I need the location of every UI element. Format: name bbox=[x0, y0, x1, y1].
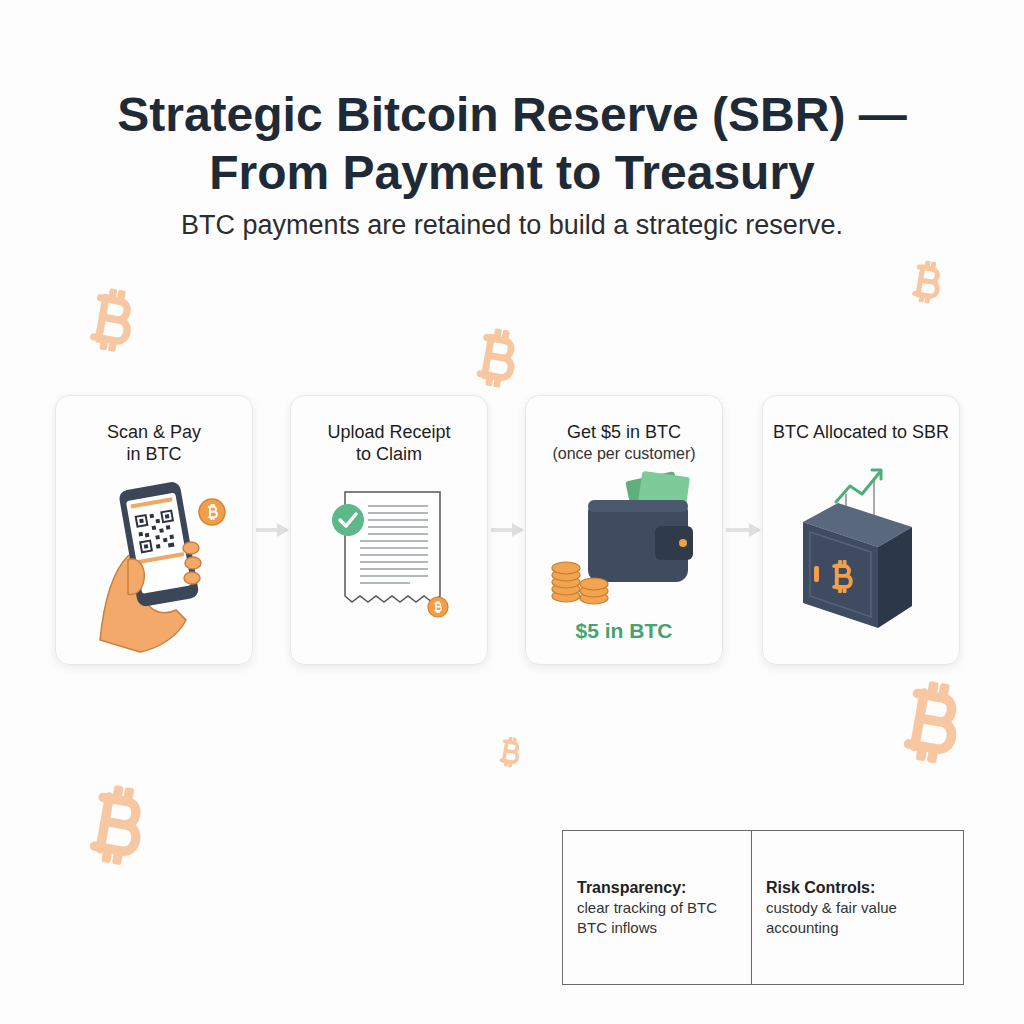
receipt-illustration bbox=[332, 492, 448, 617]
phone-screen bbox=[126, 493, 192, 594]
coin-mark bbox=[209, 505, 217, 520]
note-body: clear tracking of BTC BTC inflows bbox=[577, 898, 741, 938]
growth-chart bbox=[836, 472, 880, 502]
reward-amount: $5 in BTC bbox=[526, 618, 722, 644]
coin-mark bbox=[435, 601, 441, 612]
flow-arrow bbox=[256, 528, 287, 532]
step-card: Upload Receipt to Claim bbox=[290, 395, 488, 665]
wallet-flap bbox=[655, 526, 693, 560]
step-title: Upload Receipt to Claim bbox=[322, 421, 457, 465]
safe-front bbox=[803, 522, 878, 628]
wallet-clasp bbox=[679, 539, 687, 547]
subtitle: BTC payments are retained to build a str… bbox=[0, 208, 1024, 242]
finger bbox=[184, 572, 200, 584]
diagram-title: Strategic Bitcoin Reserve (SBR) — From P… bbox=[82, 86, 942, 202]
step-title: Get $5 in BTC bbox=[534, 421, 714, 443]
finger bbox=[183, 542, 199, 554]
step-card: Get $5 in BTC(once per customer) $5 in BT… bbox=[525, 395, 723, 665]
wallet-edge bbox=[588, 500, 688, 512]
finger bbox=[185, 557, 201, 569]
phone-body bbox=[118, 481, 200, 608]
step-card: BTC Allocated to SBR bbox=[762, 395, 960, 665]
bitcoin-glyph bbox=[501, 737, 521, 767]
receipt-lines bbox=[360, 506, 428, 583]
screen-bar bbox=[131, 497, 173, 508]
step-card: Scan & Pay in BTC bbox=[55, 395, 253, 665]
bitcoin-glyph bbox=[92, 289, 133, 351]
screen-bar bbox=[138, 552, 184, 564]
safe-door bbox=[810, 532, 871, 617]
phone-illustration bbox=[100, 481, 225, 652]
thumb bbox=[128, 559, 144, 594]
safe-side bbox=[878, 527, 912, 628]
flow-arrow bbox=[726, 528, 759, 532]
receipt-paper bbox=[345, 492, 440, 602]
safe-illustration bbox=[803, 470, 912, 628]
flow-arrow bbox=[491, 528, 522, 532]
phone bbox=[118, 481, 200, 608]
bitcoin-glyph bbox=[914, 261, 942, 303]
step-title: BTC Allocated to SBR bbox=[771, 421, 951, 443]
step-note: (once per customer) bbox=[534, 443, 714, 464]
note-body: custody & fair value accounting bbox=[766, 898, 953, 938]
check-badge bbox=[332, 504, 364, 536]
bitcoin-glyph bbox=[92, 787, 143, 864]
note-heading: Transparency: bbox=[577, 877, 741, 898]
safe-handle bbox=[814, 566, 819, 582]
step-title: Scan & Pay in BTC bbox=[102, 421, 206, 465]
wallet-illustration bbox=[552, 471, 693, 604]
background-bitcoin-glyphs bbox=[92, 261, 959, 864]
bitcoin-coin bbox=[428, 597, 448, 617]
bitcoin-glyph bbox=[479, 330, 517, 387]
chart-arrowhead bbox=[872, 470, 881, 479]
coin-stack bbox=[552, 562, 608, 604]
safe-bitcoin-mark bbox=[834, 562, 851, 592]
bitcoin-glyph bbox=[907, 682, 960, 762]
qr-code bbox=[136, 511, 178, 553]
check-mark bbox=[340, 514, 356, 526]
bitcoin-coin bbox=[199, 499, 225, 525]
note-cell: Transparency:clear tracking of BTC BTC i… bbox=[562, 830, 752, 985]
note-cell: Risk Controls:custody & fair value accou… bbox=[752, 830, 964, 985]
note-heading: Risk Controls: bbox=[766, 877, 953, 898]
